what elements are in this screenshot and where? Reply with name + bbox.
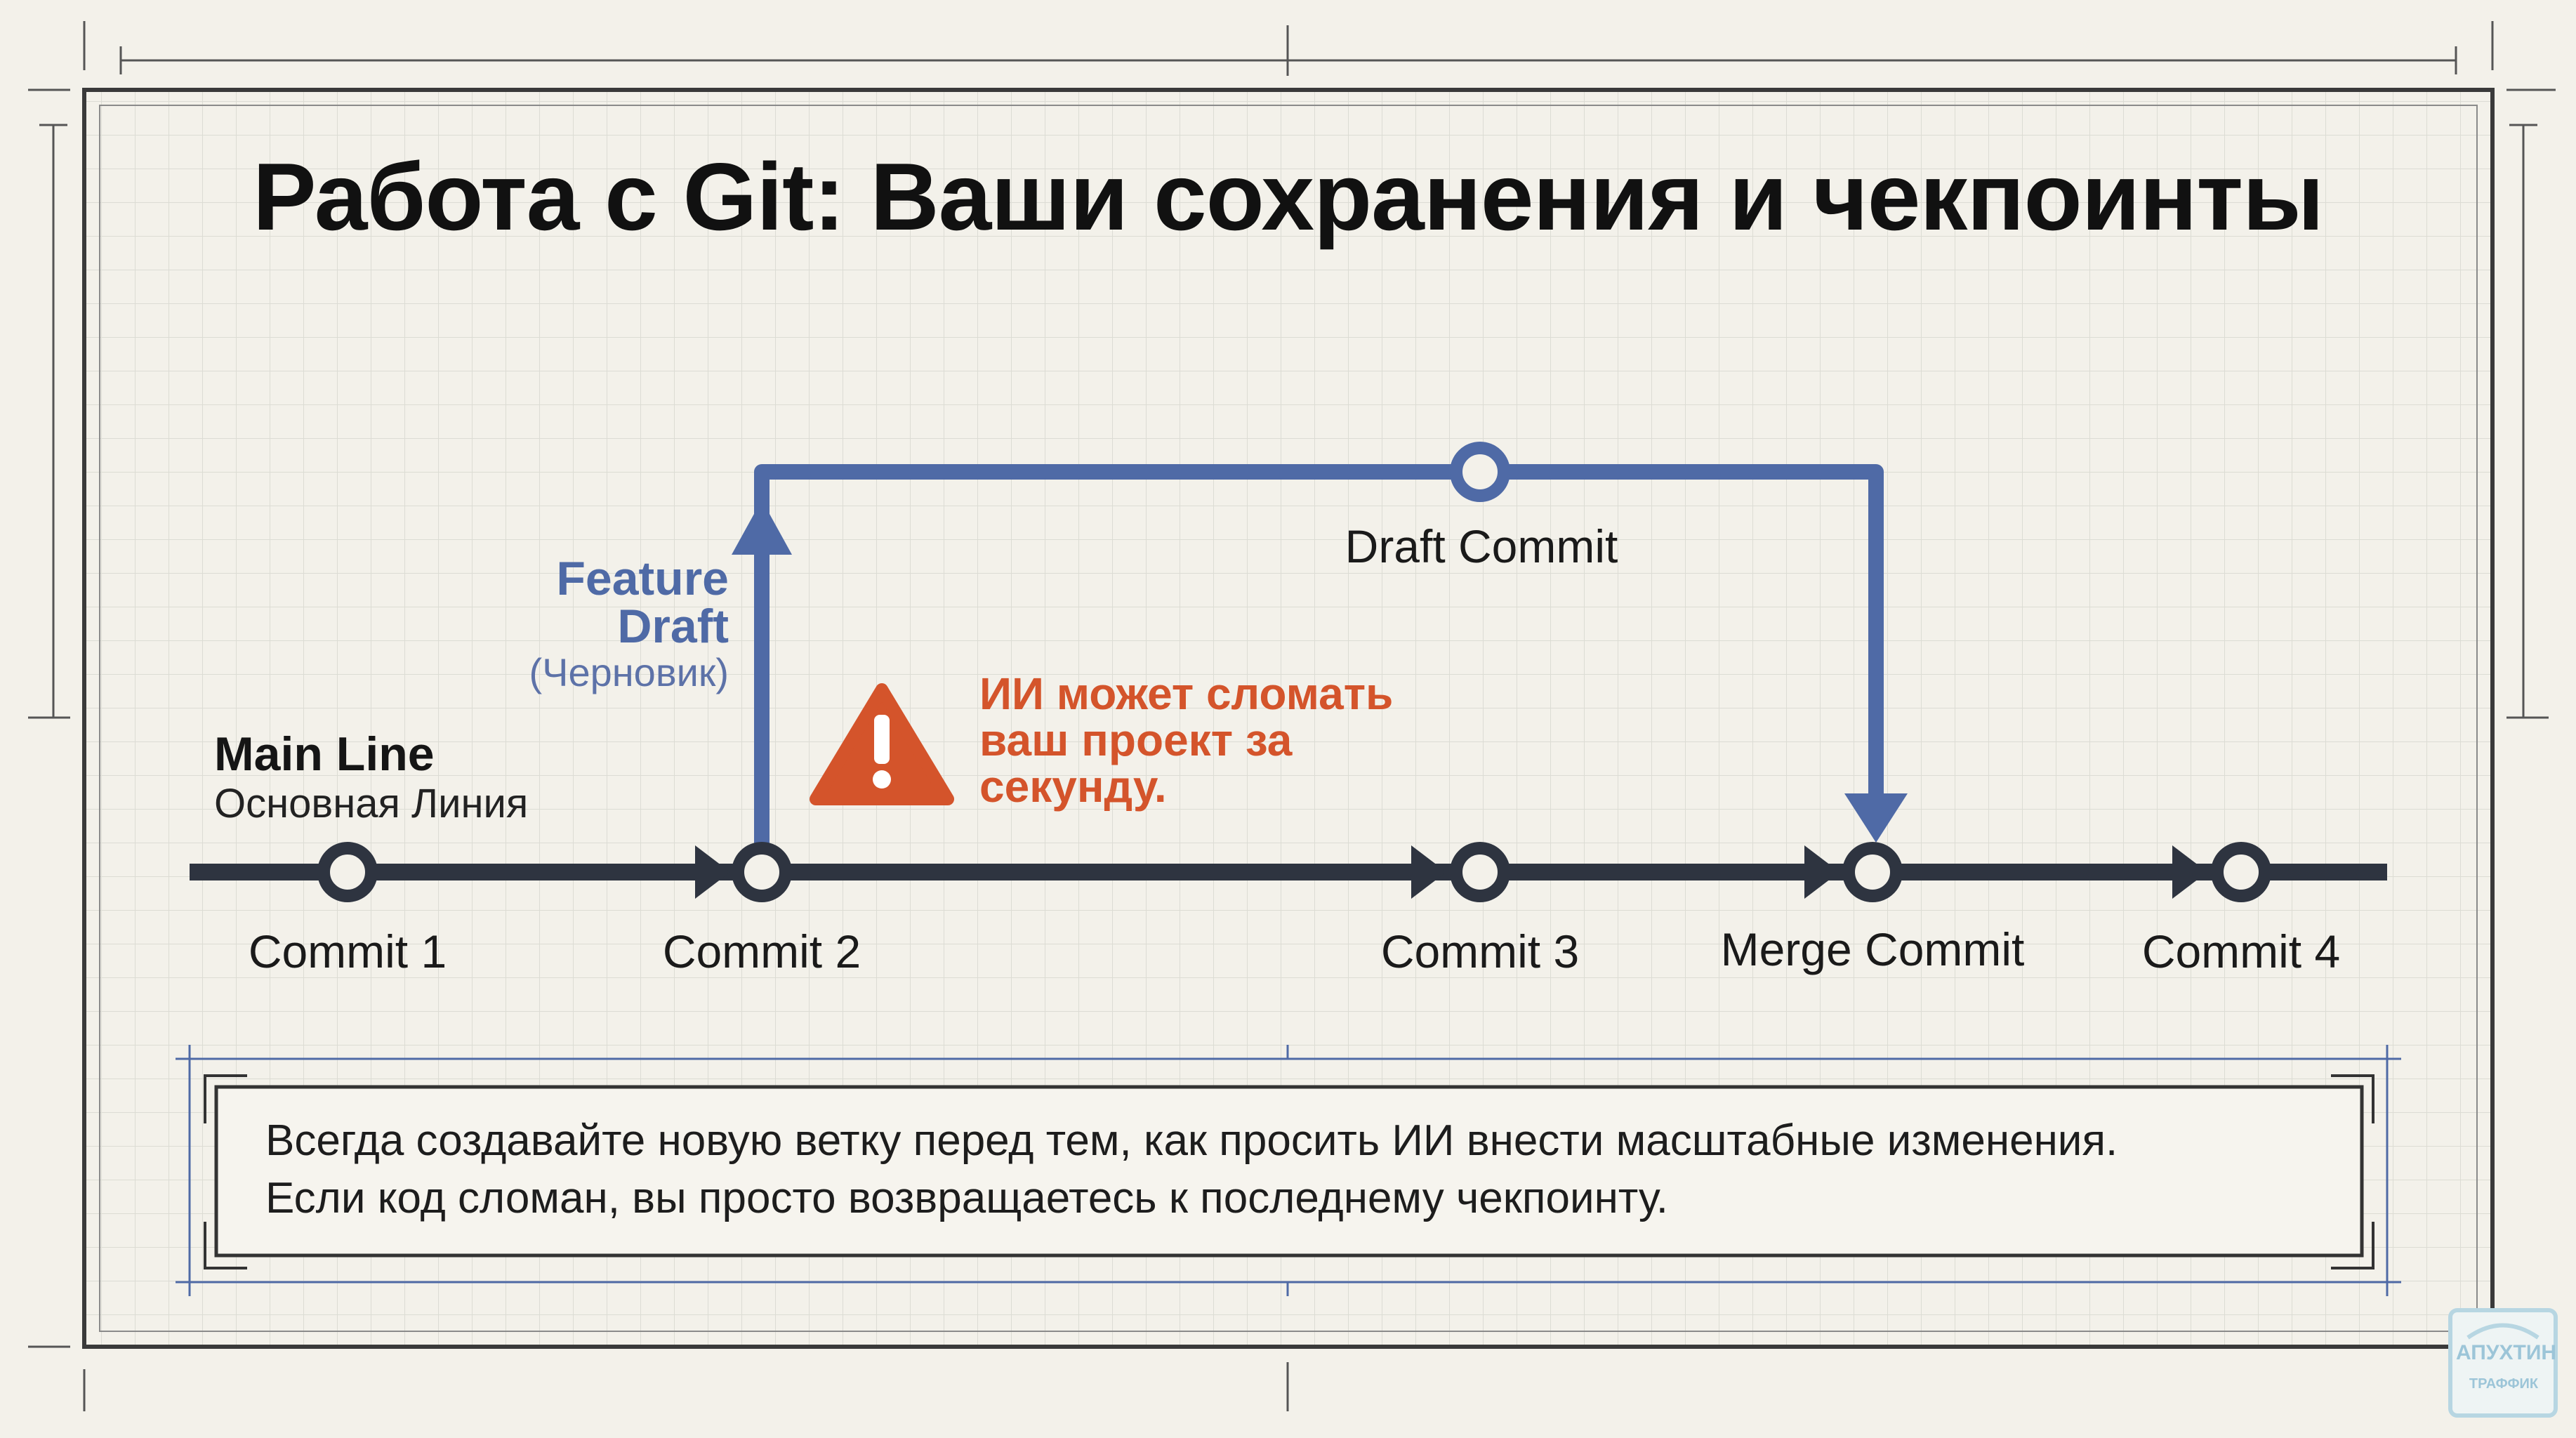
logo-text-line2: ТРАФФИК (2469, 1376, 2539, 1392)
commit-2-label: Commit 2 (662, 925, 861, 977)
commit-3-node (1450, 842, 1510, 902)
commit-2-node (732, 842, 792, 902)
logo-stamp (2448, 1308, 2558, 1418)
main-line-sublabel: Основная Линия (214, 781, 529, 826)
draft-commit-node (1450, 442, 1510, 502)
arrow-to-merge (1804, 845, 1839, 899)
merge-commit-label: Merge Commit (1720, 923, 2025, 975)
warning-text-line2: ваш проект за (979, 715, 1293, 765)
merge-down-arrow (1844, 793, 1908, 843)
inner-frame (99, 105, 2478, 1332)
note-text-line2: Если код сломан, вы просто возвращаетесь… (265, 1174, 1668, 1222)
page-title: Работа с Git: Ваши сохранения и чекпоинт… (252, 143, 2324, 250)
logo-text-line1: АПУХТИН (2456, 1341, 2557, 1364)
bottom-dimension-ticks (28, 1345, 1289, 1411)
arrow-to-commit-2 (695, 845, 730, 899)
warning-text-line3: секунду. (979, 761, 1167, 812)
main-line-path (190, 845, 2387, 899)
feature-branch-label-line1: Feature (556, 552, 729, 605)
feature-branch-sublabel: (Черновик) (529, 650, 729, 694)
main-line-label: Main Line (214, 727, 435, 781)
top-dimension-line (83, 21, 2494, 76)
merge-commit-node (1842, 842, 1903, 902)
branch-up-arrow (732, 500, 792, 555)
arrow-to-commit-4 (2172, 845, 2207, 899)
commit-4-node (2211, 842, 2271, 902)
commit-1-label: Commit 1 (248, 925, 447, 977)
warning-triangle-icon (810, 683, 954, 805)
commit-1-node (317, 842, 378, 902)
arrow-to-commit-3 (1411, 845, 1446, 899)
warning-text-line1: ИИ может сломать (979, 668, 1394, 719)
feature-branch-label-line2: Draft (617, 600, 729, 653)
right-dimension-line (2506, 88, 2556, 719)
draft-commit-label: Draft Commit (1345, 520, 1618, 572)
commit-3-label: Commit 3 (1380, 925, 1580, 977)
left-dimension-line (28, 88, 70, 719)
feature-branch-path (732, 464, 1908, 871)
note-box-frame (176, 1045, 2401, 1296)
outer-frame (82, 88, 2495, 1349)
note-text-line1: Всегда создавайте новую ветку перед тем,… (265, 1116, 2118, 1165)
commit-4-label: Commit 4 (2141, 925, 2341, 977)
